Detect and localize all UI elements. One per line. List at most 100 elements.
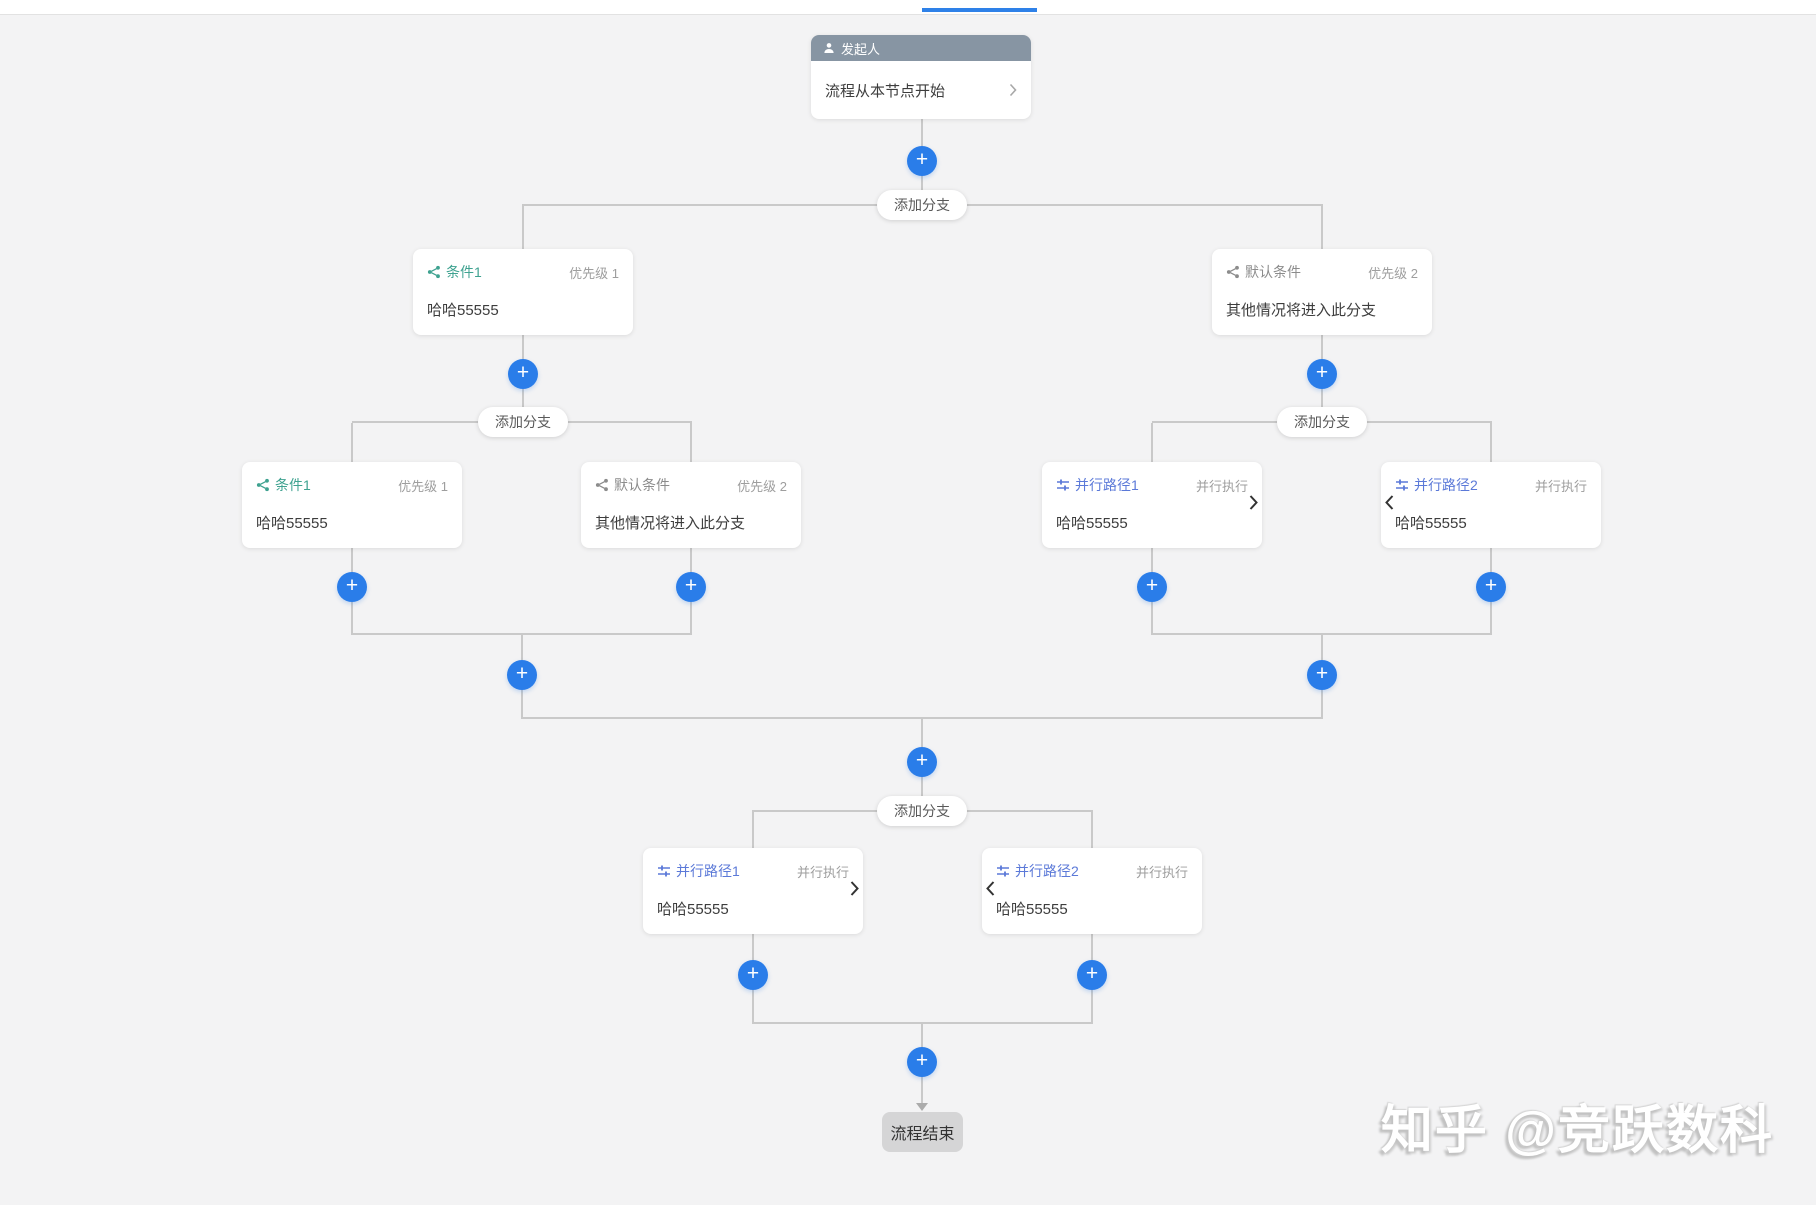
default-condition-card-2[interactable]: 默认条件 优先级 2 其他情况将进入此分支	[581, 462, 801, 548]
add-node-button[interactable]: +	[907, 146, 937, 176]
connector-line	[921, 176, 923, 192]
add-node-button[interactable]: +	[1307, 660, 1337, 690]
add-node-button[interactable]: +	[1307, 359, 1337, 389]
connector-line	[1490, 423, 1492, 463]
start-node-text: 流程从本节点开始	[825, 82, 946, 100]
connector-line	[921, 777, 923, 797]
connector-line	[752, 1022, 1093, 1024]
add-node-button[interactable]: +	[1476, 572, 1506, 602]
connector-line	[1151, 423, 1153, 463]
card-body-text: 其他情况将进入此分支	[595, 515, 746, 532]
connector-line	[1321, 389, 1323, 408]
flow-canvas[interactable]: 发起人 流程从本节点开始 + + + + + + + + + + + + + 添…	[0, 16, 1816, 1205]
add-node-button[interactable]: +	[738, 960, 768, 990]
start-node[interactable]: 发起人 流程从本节点开始	[811, 35, 1031, 119]
parallel-badge: 并行执行	[1135, 864, 1188, 880]
connector-line	[752, 812, 754, 848]
condition-card-1[interactable]: 条件1 优先级 1 哈哈55555	[413, 249, 633, 335]
add-node-button[interactable]: +	[508, 359, 538, 389]
connector-line	[521, 633, 523, 660]
add-node-button[interactable]: +	[507, 660, 537, 690]
branch-nav-right-icon[interactable]	[850, 881, 859, 902]
add-node-button[interactable]: +	[907, 1047, 937, 1077]
connector-line	[921, 1077, 923, 1104]
parallel-badge: 并行执行	[1534, 478, 1587, 494]
card-body-text: 哈哈55555	[996, 901, 1068, 918]
card-title: 默认条件	[1245, 264, 1301, 280]
parallel-icon	[997, 865, 1009, 877]
connector-line	[1321, 335, 1323, 360]
connector-line	[351, 423, 353, 463]
add-branch-button[interactable]: 添加分支	[1277, 407, 1367, 437]
add-node-button[interactable]: +	[907, 747, 937, 777]
card-body-text: 哈哈55555	[657, 901, 729, 918]
connector-line	[690, 423, 692, 463]
connector-line	[690, 602, 692, 635]
card-header: 默认条件 优先级 2	[595, 475, 787, 495]
card-body-text: 其他情况将进入此分支	[1226, 302, 1377, 319]
card-body-text: 哈哈55555	[427, 302, 499, 319]
connector-line	[921, 717, 923, 747]
card-title: 并行路径2	[1015, 863, 1079, 879]
parallel-card-1[interactable]: 并行路径1 并行执行 哈哈55555	[1042, 462, 1262, 548]
add-node-button[interactable]: +	[337, 572, 367, 602]
connector-line	[1321, 633, 1323, 660]
card-header: 并行路径2 并行执行	[996, 861, 1188, 881]
top-tab-bar	[0, 0, 1816, 15]
connector-line	[351, 548, 353, 573]
watermark: 知乎 @竞跃数科	[1380, 1102, 1774, 1160]
parallel-card-3[interactable]: 并行路径1 并行执行 哈哈55555	[643, 848, 863, 934]
parallel-icon	[1057, 479, 1069, 491]
condition-branch-icon	[427, 265, 440, 279]
add-branch-button[interactable]: 添加分支	[478, 407, 568, 437]
card-title: 并行路径1	[676, 863, 740, 879]
add-branch-button[interactable]: 添加分支	[877, 190, 967, 220]
card-title: 条件1	[446, 264, 482, 280]
add-node-button[interactable]: +	[1137, 572, 1167, 602]
branch-nav-left-icon[interactable]	[1385, 495, 1394, 516]
connector-line	[921, 1024, 923, 1048]
condition-card-2[interactable]: 条件1 优先级 1 哈哈55555	[242, 462, 462, 548]
connector-line	[752, 934, 754, 961]
card-header: 条件1 优先级 1	[427, 262, 619, 282]
priority-badge: 优先级 1	[569, 265, 619, 281]
parallel-badge: 并行执行	[1195, 478, 1248, 494]
branch-nav-right-icon[interactable]	[1249, 495, 1258, 516]
connector-line	[522, 335, 524, 360]
connector-line	[921, 119, 923, 147]
parallel-badge: 并行执行	[796, 864, 849, 880]
connector-line	[752, 990, 754, 1024]
card-header: 默认条件 优先级 2	[1226, 262, 1418, 282]
branch-nav-left-icon[interactable]	[986, 881, 995, 902]
connector-line	[1151, 548, 1153, 573]
parallel-card-2[interactable]: 并行路径2 并行执行 哈哈55555	[1381, 462, 1601, 548]
end-node-badge: 流程结束	[882, 1112, 963, 1152]
card-header: 并行路径2 并行执行	[1395, 475, 1587, 495]
connector-line	[351, 602, 353, 635]
connector-line	[521, 690, 523, 719]
priority-badge: 优先级 1	[398, 478, 448, 494]
connector-line	[1091, 812, 1093, 848]
condition-branch-icon	[595, 478, 608, 492]
condition-branch-icon	[256, 478, 269, 492]
priority-badge: 优先级 2	[1368, 265, 1418, 281]
connector-line	[1490, 548, 1492, 573]
parallel-card-4[interactable]: 并行路径2 并行执行 哈哈55555	[982, 848, 1202, 934]
end-node-label: 流程结束	[890, 1126, 955, 1143]
start-node-body[interactable]: 流程从本节点开始	[811, 61, 1031, 119]
card-header: 并行路径1 并行执行	[1056, 475, 1248, 495]
add-node-button[interactable]: +	[1077, 960, 1107, 990]
card-title: 并行路径2	[1414, 477, 1478, 493]
flow-end-arrow	[916, 1103, 928, 1111]
default-condition-card-1[interactable]: 默认条件 优先级 2 其他情况将进入此分支	[1212, 249, 1432, 335]
card-header: 条件1 优先级 1	[256, 475, 448, 495]
add-branch-button[interactable]: 添加分支	[877, 796, 967, 826]
card-body-text: 哈哈55555	[256, 515, 328, 532]
card-body-text: 哈哈55555	[1056, 515, 1128, 532]
connector-line	[1490, 602, 1492, 635]
add-node-button[interactable]: +	[676, 572, 706, 602]
start-node-header: 发起人	[811, 35, 1031, 61]
connector-line	[1151, 602, 1153, 635]
card-title: 并行路径1	[1075, 477, 1139, 493]
card-header: 并行路径1 并行执行	[657, 861, 849, 881]
